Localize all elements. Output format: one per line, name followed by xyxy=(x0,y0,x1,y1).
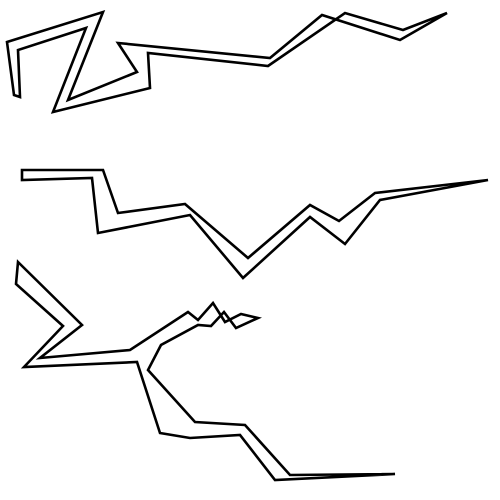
lightning-bolt-middle-outline xyxy=(20,168,489,280)
lightning-bolt-bottom-outline xyxy=(14,259,396,482)
lightning-bolt-middle xyxy=(20,168,489,280)
lightning-bolt-top-outline xyxy=(5,9,448,114)
lightning-bolt-top xyxy=(5,9,448,114)
lightning-bolt-bottom xyxy=(14,259,396,482)
